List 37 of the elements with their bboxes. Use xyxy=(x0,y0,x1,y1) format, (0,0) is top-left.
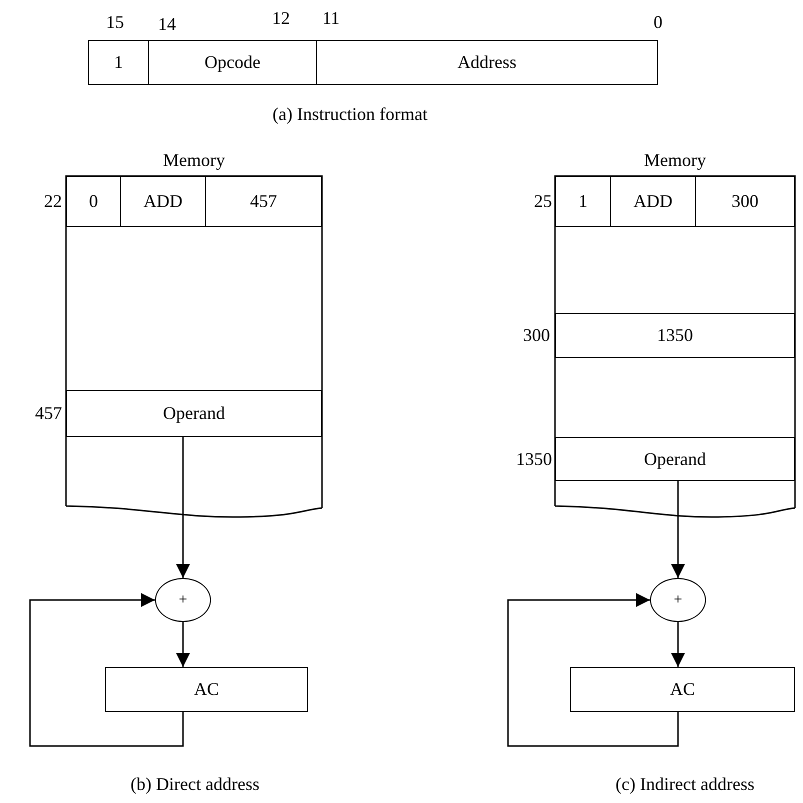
address-number: 25 xyxy=(533,190,552,213)
memory-heading: Memory xyxy=(162,148,226,172)
memory-cell: 0 xyxy=(66,176,121,227)
memory-cell: Operand xyxy=(555,437,795,481)
bit-field: Opcode xyxy=(148,40,317,85)
bit-number: 12 xyxy=(271,6,291,30)
memory-cell: 1350 xyxy=(555,313,795,358)
bit-number: 14 xyxy=(157,12,177,36)
accumulator-box: AC xyxy=(105,667,308,712)
arrow xyxy=(507,593,679,747)
adder-circle: + xyxy=(155,578,211,622)
arrow xyxy=(176,622,190,667)
figure-caption: (b) Direct address xyxy=(130,772,260,796)
accumulator-box: AC xyxy=(570,667,795,712)
address-number: 1350 xyxy=(515,448,552,470)
figure-caption: (a) Instruction format xyxy=(272,102,428,126)
bit-number: 0 xyxy=(652,10,664,34)
bit-field: Address xyxy=(316,40,658,85)
adder-circle: + xyxy=(650,578,706,622)
arrow xyxy=(176,437,190,578)
memory-cell: 457 xyxy=(205,176,322,227)
arrow xyxy=(29,593,184,747)
bit-number: 15 xyxy=(105,10,125,34)
arrow xyxy=(671,622,685,667)
address-number: 300 xyxy=(522,324,550,347)
address-number: 457 xyxy=(34,402,62,425)
address-number: 22 xyxy=(43,190,62,213)
memory-cell: 1 xyxy=(555,176,611,227)
bit-field: 1 xyxy=(88,40,149,85)
memory-cell: ADD xyxy=(610,176,696,227)
memory-cell: Operand xyxy=(66,390,322,437)
figure-caption: (c) Indirect address xyxy=(614,772,756,796)
memory-cell: ADD xyxy=(120,176,206,227)
memory-cell: 300 xyxy=(695,176,795,227)
memory-heading: Memory xyxy=(643,148,707,172)
arrow xyxy=(671,481,685,578)
bit-number: 11 xyxy=(321,6,341,30)
